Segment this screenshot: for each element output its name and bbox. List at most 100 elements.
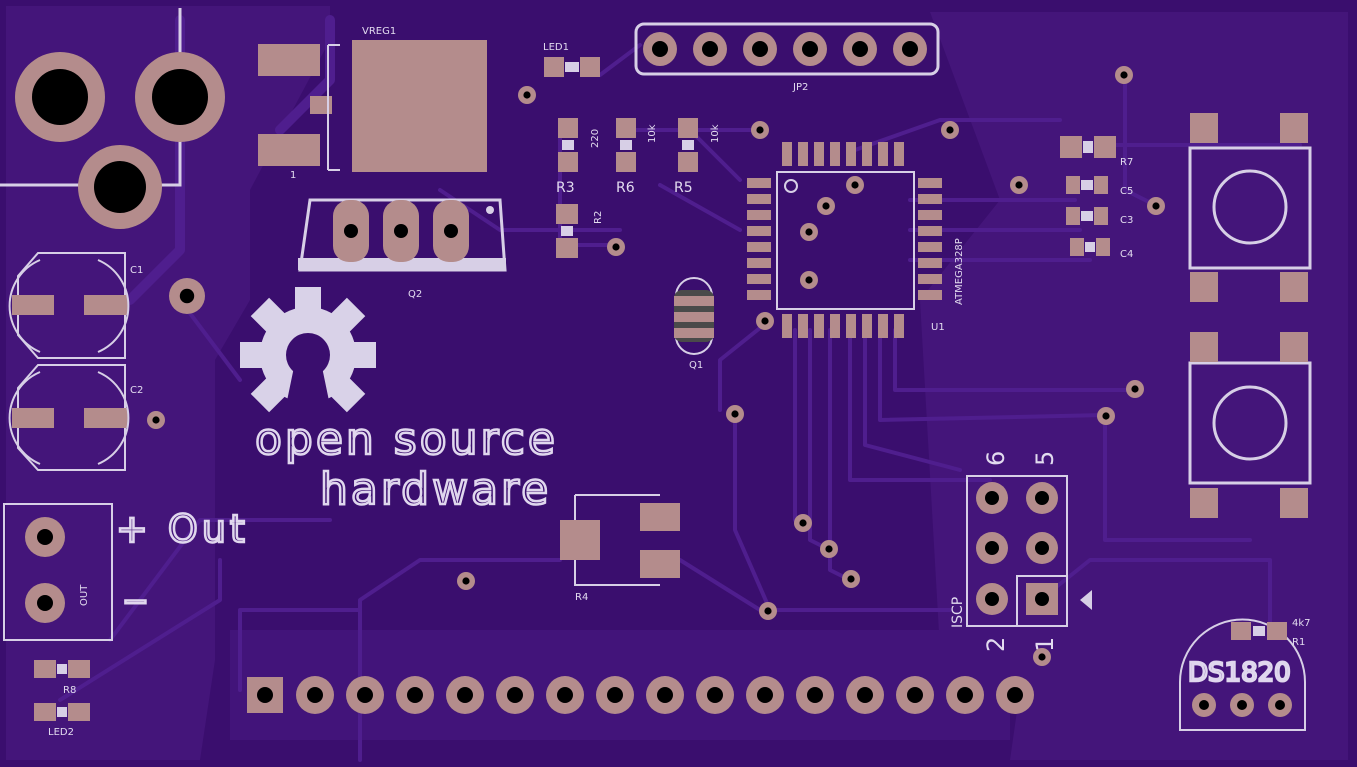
via-hole xyxy=(1131,385,1139,393)
power-jack xyxy=(0,8,225,229)
resistor-r2: R2 xyxy=(556,204,604,258)
r4-label: R4 xyxy=(575,592,588,603)
r3-value: 220 xyxy=(590,129,601,148)
led2-label: LED2 xyxy=(48,727,74,738)
via-hole xyxy=(462,577,470,585)
via-hole xyxy=(764,607,772,615)
resistor-r3: R3 220 xyxy=(556,118,601,196)
header-pin-hole xyxy=(957,687,973,703)
capacitor-c3: C3 xyxy=(1066,207,1133,226)
mcu-pin-top xyxy=(782,142,792,166)
c1-label: C1 xyxy=(130,265,143,276)
header-pin-hole xyxy=(507,687,523,703)
mcu-pin-top xyxy=(798,142,808,166)
mcu-pin-left xyxy=(747,290,771,300)
via-hole xyxy=(799,519,807,527)
iscp-label: ISCP xyxy=(950,597,966,628)
header-pin-hole xyxy=(807,687,823,703)
resistor-r7: R7 xyxy=(1060,136,1133,168)
mcu-pin-right xyxy=(918,210,942,220)
via-hole xyxy=(805,228,813,236)
header-pin-hole xyxy=(257,687,273,703)
resistor-r1: 4k7 R1 xyxy=(1231,618,1311,648)
mcu-pin-bottom xyxy=(798,314,808,338)
via-hole xyxy=(946,126,954,134)
mcu-pin-left xyxy=(747,242,771,252)
pin6-label: 6 xyxy=(982,451,1010,466)
transistor-q2: Q2 xyxy=(298,198,507,300)
mcu-pin-top xyxy=(814,142,824,166)
via-hole xyxy=(523,91,531,99)
atmega-label: ATMEGA328P xyxy=(954,238,965,305)
via-hole xyxy=(731,410,739,418)
resistor-r4: R4 xyxy=(560,494,680,603)
mcu-pin-left xyxy=(747,210,771,220)
mcu-pin-right xyxy=(918,226,942,236)
mcu-pin-top xyxy=(894,142,904,166)
via-hole xyxy=(825,545,833,553)
mcu-pin-bottom xyxy=(862,314,872,338)
via-hole xyxy=(1038,653,1046,661)
push-button-bottom xyxy=(1188,332,1312,518)
header-jp2: JP2 xyxy=(634,22,940,93)
mcu-pin-top xyxy=(830,142,840,166)
c5-label: C5 xyxy=(1120,186,1133,197)
r7-label: R7 xyxy=(1120,157,1133,168)
via-hole xyxy=(1015,181,1023,189)
via-hole xyxy=(612,243,620,251)
mcu-pin-left xyxy=(747,258,771,268)
r3-label: R3 xyxy=(556,180,575,196)
c4-label: C4 xyxy=(1120,249,1133,260)
via-hole xyxy=(822,202,830,210)
open-hardware-gear-logo xyxy=(240,287,376,425)
mcu-pin-left xyxy=(747,178,771,188)
jp2-label: JP2 xyxy=(792,82,808,93)
u1-label: U1 xyxy=(931,322,945,333)
via-hole xyxy=(805,276,813,284)
capacitor-c5: C5 xyxy=(1066,176,1133,197)
header-pin-hole xyxy=(357,687,373,703)
q2-label: Q2 xyxy=(408,289,422,300)
push-button-top xyxy=(1188,113,1312,302)
mcu-pin-bottom xyxy=(846,314,856,338)
via-hole xyxy=(847,575,855,583)
mcu-pin-right xyxy=(918,242,942,252)
mcu-pin-right xyxy=(918,258,942,268)
header-pin-hole xyxy=(907,687,923,703)
c2-label: C2 xyxy=(130,385,143,396)
header-pin-hole xyxy=(407,687,423,703)
r6-value: 10k xyxy=(647,124,658,143)
r5-value: 10k xyxy=(710,124,721,143)
mcu-pin-left xyxy=(747,194,771,204)
via-hole xyxy=(1152,202,1160,210)
mcu-pin-top xyxy=(878,142,888,166)
header-pin-hole xyxy=(607,687,623,703)
minus-label: − xyxy=(122,582,149,620)
ds1820-label: DS1820 xyxy=(1188,658,1291,688)
vreg-label: VREG1 xyxy=(362,26,396,37)
resistor-r5: R5 10k xyxy=(674,118,721,196)
via-hole xyxy=(152,416,160,424)
mcu-pin-right xyxy=(918,290,942,300)
output-terminal: OUT + Out − xyxy=(3,503,249,641)
r8-label: R8 xyxy=(63,685,76,696)
led1-label: LED1 xyxy=(543,42,569,53)
crystal-q1: Q1 xyxy=(674,277,714,371)
header-pin-hole xyxy=(1007,687,1023,703)
header-pin-hole xyxy=(857,687,873,703)
c3-label: C3 xyxy=(1120,215,1133,226)
voltage-regulator-vreg1: VREG1 1 xyxy=(258,26,487,181)
r1-value: 4k7 xyxy=(1292,618,1311,629)
header-pin-hole xyxy=(457,687,473,703)
mcu-pin-right xyxy=(918,194,942,204)
header-pin-hole xyxy=(657,687,673,703)
capacitor-c1: C1 xyxy=(8,252,143,359)
header-pin-hole xyxy=(707,687,723,703)
pin1-label: 1 xyxy=(1031,637,1059,652)
plus-out-label: + Out xyxy=(116,507,249,551)
out-small-label: OUT xyxy=(79,584,90,606)
resistor-r8: R8 xyxy=(34,660,90,696)
via-hole xyxy=(756,126,764,134)
header-pin-hole xyxy=(757,687,773,703)
